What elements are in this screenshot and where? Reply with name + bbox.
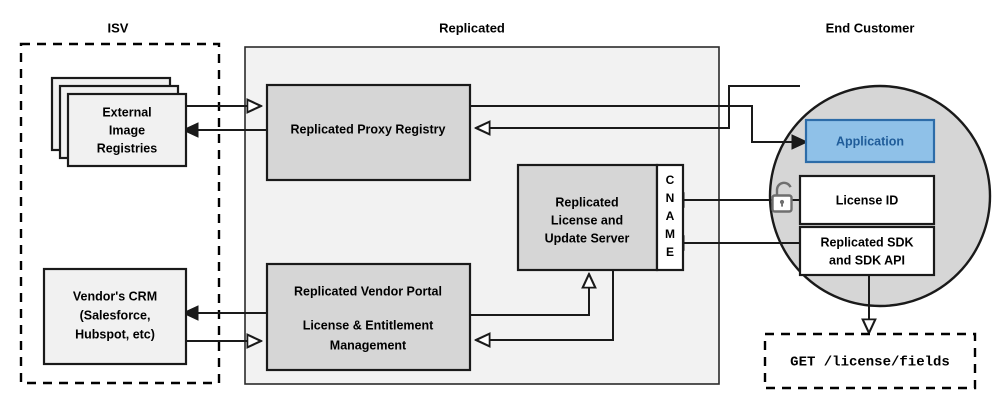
zone-label-isv: ISV	[108, 20, 129, 35]
license-id-node[interactable]: License ID	[798, 174, 936, 226]
unlock-icon	[771, 181, 793, 213]
external-image-registries-line-3: Registries	[97, 141, 157, 155]
cname-node[interactable]: C N A M E	[655, 163, 685, 272]
replicated-sdk-line-2: and SDK API	[829, 253, 905, 267]
api-request-label: GET /license/fields	[790, 355, 950, 371]
license-update-server-line-3: Update Server	[545, 231, 630, 245]
replicated-proxy-registry-node[interactable]: Replicated Proxy Registry	[265, 83, 472, 182]
license-id-label: License ID	[836, 193, 899, 207]
license-update-server-line-1: Replicated	[555, 195, 618, 209]
vendors-crm-line-2: (Salesforce,	[80, 308, 151, 322]
replicated-vendor-portal-node[interactable]: Replicated Vendor Portal License & Entit…	[265, 262, 472, 372]
connector-layer	[184, 85, 869, 341]
connector-licenseserver-to-vendorportal	[476, 270, 614, 340]
vendor-portal-line-1: Replicated Vendor Portal	[294, 284, 442, 298]
cname-letter-a: A	[666, 209, 675, 223]
vendors-crm-box	[42, 267, 188, 366]
cname-letter-n: N	[666, 191, 675, 205]
zone-label-end-customer: End Customer	[826, 20, 915, 35]
external-image-registries-line-2: Image	[109, 123, 145, 137]
vendors-crm-line-1: Vendor's CRM	[73, 289, 157, 303]
cname-letter-m: M	[665, 227, 675, 241]
license-id-box	[798, 174, 936, 226]
external-image-registries-line-1: External	[102, 105, 151, 119]
replicated-license-update-server-box	[516, 163, 659, 272]
application-box	[804, 118, 936, 164]
external-image-registries-node[interactable]: External Image Registries	[50, 76, 188, 168]
connector-vendorportal-to-licenseserver	[470, 274, 589, 316]
replicated-vendor-portal-box	[265, 262, 472, 372]
vendors-crm-node[interactable]: Vendor's CRM (Salesforce, Hubspot, etc)	[42, 267, 188, 366]
connector-proxy-to-application	[470, 105, 806, 142]
api-request-node[interactable]: GET /license/fields	[763, 332, 977, 390]
replicated-license-update-server-node[interactable]: Replicated License and Update Server	[516, 163, 659, 272]
cname-letter-c: C	[666, 173, 675, 187]
unlock-keyslot	[781, 202, 783, 207]
vendor-portal-line-3: License & Entitlement	[303, 318, 434, 332]
application-label: Application	[836, 134, 904, 148]
replicated-proxy-registry-box	[265, 83, 472, 182]
license-update-server-line-2: License and	[551, 213, 623, 227]
vendor-portal-line-4: Management	[330, 338, 407, 352]
vendors-crm-line-3: Hubspot, etc)	[75, 327, 155, 341]
api-request-boundary	[763, 332, 977, 390]
cname-box	[655, 163, 685, 272]
replicated-sdk-box	[798, 225, 936, 277]
registry-stack-front	[66, 92, 188, 168]
cname-letter-e: E	[666, 245, 674, 259]
replicated-sdk-line-1: Replicated SDK	[820, 235, 913, 249]
zone-label-replicated: Replicated	[439, 20, 505, 35]
replicated-sdk-node[interactable]: Replicated SDK and SDK API	[798, 225, 936, 277]
replicated-proxy-registry-label: Replicated Proxy Registry	[291, 122, 446, 136]
isv-zone-boundary	[19, 42, 221, 385]
application-node[interactable]: Application	[804, 118, 936, 164]
connector-application-to-proxy	[476, 85, 800, 128]
